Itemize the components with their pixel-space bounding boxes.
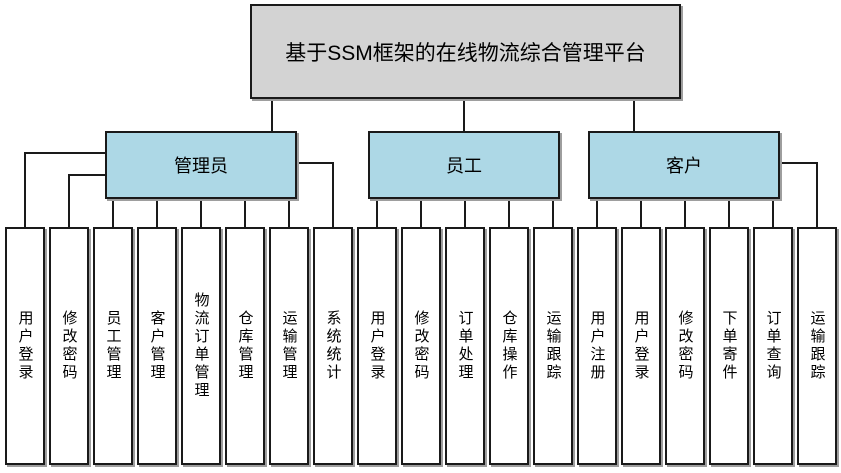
root-node-label: 基于SSM框架的在线物流综合管理平台: [285, 41, 646, 65]
leaf-customer-user-login: 用户登录: [621, 227, 661, 465]
leaf-label: 物流订单管理: [192, 292, 210, 400]
leaf-label: 运输跟踪: [544, 310, 562, 382]
leaf-admin-system-statistics: 系统统计: [313, 227, 353, 465]
branch-customer-label: 客户: [666, 156, 702, 176]
branch-node-employee: 员工: [368, 131, 560, 199]
leaf-admin-logistics-order-management: 物流订单管理: [181, 227, 221, 465]
leaf-employee-order-processing: 订单处理: [445, 227, 485, 465]
leaf-label: 订单查询: [764, 310, 782, 382]
leaf-label: 员工管理: [104, 310, 122, 382]
leaf-label: 用户登录: [368, 310, 386, 382]
leaf-admin-change-password: 修改密码: [49, 227, 89, 465]
leaf-customer-change-password: 修改密码: [665, 227, 705, 465]
leaf-customer-place-order: 下单寄件: [709, 227, 749, 465]
edge-cust-transport-tracking: [778, 162, 818, 228]
leaf-label: 运输管理: [280, 310, 298, 382]
leaf-label: 运输跟踪: [808, 310, 826, 382]
edge-admin-system-statistics: [295, 162, 334, 228]
leaf-admin-transport-management: 运输管理: [269, 227, 309, 465]
leaf-customer-user-register: 用户注册: [577, 227, 617, 465]
leaf-admin-customer-management: 客户管理: [137, 227, 177, 465]
leaf-label: 仓库操作: [500, 310, 518, 382]
leaf-admin-employee-management: 员工管理: [93, 227, 133, 465]
leaf-label: 用户登录: [632, 310, 650, 382]
root-node: 基于SSM框架的在线物流综合管理平台: [250, 4, 681, 99]
leaf-employee-transport-tracking: 运输跟踪: [533, 227, 573, 465]
leaf-employee-user-login: 用户登录: [357, 227, 397, 465]
leaf-employee-warehouse-operation: 仓库操作: [489, 227, 529, 465]
leaf-label: 订单处理: [456, 310, 474, 382]
edge-admin-user-login: [24, 152, 107, 228]
leaf-admin-warehouse-management: 仓库管理: [225, 227, 265, 465]
leaf-label: 仓库管理: [236, 310, 254, 382]
branch-admin-label: 管理员: [174, 156, 228, 176]
leaf-label: 下单寄件: [720, 310, 738, 382]
leaf-customer-transport-tracking: 运输跟踪: [797, 227, 837, 465]
leaf-label: 客户管理: [148, 310, 166, 382]
leaf-label: 修改密码: [676, 310, 694, 382]
leaf-label: 系统统计: [324, 310, 342, 382]
branch-node-admin: 管理员: [105, 131, 297, 199]
leaf-admin-user-login: 用户登录: [5, 227, 45, 465]
branch-employee-label: 员工: [446, 156, 482, 176]
leaf-label: 用户注册: [588, 310, 606, 382]
leaf-label: 修改密码: [412, 310, 430, 382]
leaf-label: 修改密码: [60, 310, 78, 382]
leaf-employee-change-password: 修改密码: [401, 227, 441, 465]
leaf-label: 用户登录: [16, 310, 34, 382]
leaf-customer-order-query: 订单查询: [753, 227, 793, 465]
branch-node-customer: 客户: [588, 131, 780, 199]
edge-admin-change-password: [68, 174, 107, 228]
